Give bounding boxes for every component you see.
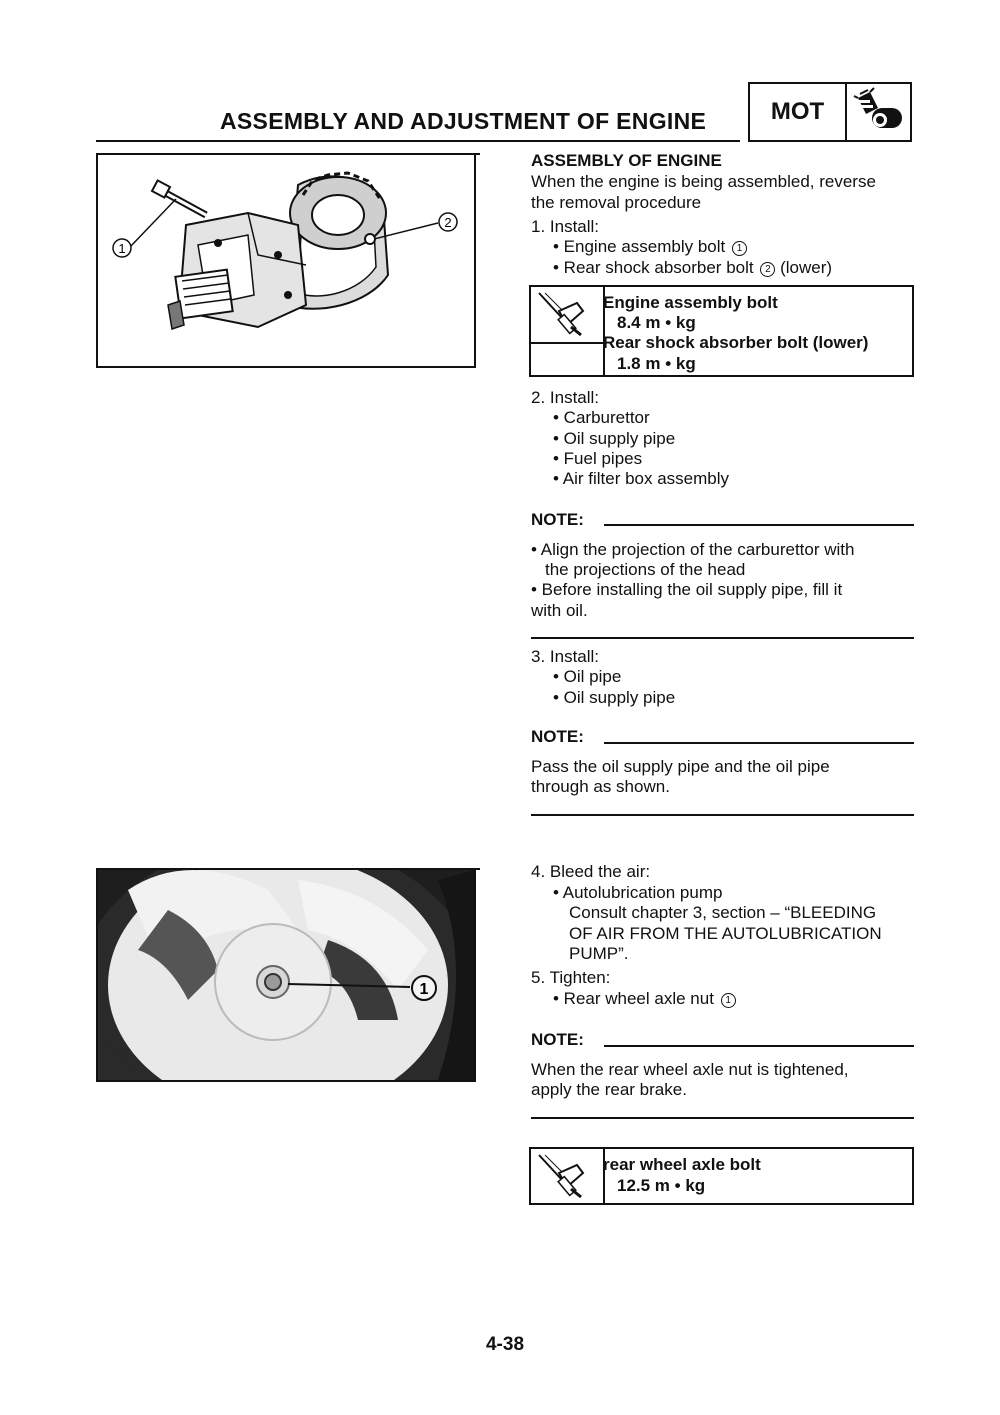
figure1-corner-tick (474, 153, 480, 155)
rear-wheel-photo: 1 (96, 868, 476, 1082)
note-2-line-1: Pass the oil supply pipe and the oil pip… (531, 757, 830, 776)
step5-item-1: • Rear wheel axle nut 1 (553, 989, 736, 1010)
page-title: ASSEMBLY AND ADJUSTMENT OF ENGINE (220, 108, 707, 134)
engine-assembly-figure: 1 2 (96, 153, 476, 368)
torque-1-value-2: 1.8 m • kg (617, 354, 696, 373)
torque-2-label-1: rear wheel axle bolt (603, 1155, 761, 1174)
figure2-corner-tick (474, 868, 480, 870)
note-1-label: NOTE: (531, 510, 584, 529)
figure2-callout-1: 1 (420, 981, 429, 998)
note-1-line-2: the projections of the head (545, 560, 746, 579)
torque-wrench-icon (538, 1154, 585, 1199)
torque-2-value-1: 12.5 m • kg (617, 1176, 706, 1195)
torque-box-2-divider (603, 1149, 605, 1203)
torque-1-label-2: Rear shock absorber bolt (lower) (603, 333, 869, 352)
step2-title: 2. Install: (531, 388, 600, 407)
note-3-line-2: apply the rear brake. (531, 1080, 687, 1099)
step4-item-1: • Autolubrication pump (553, 883, 723, 902)
torque-wrench-icon (538, 292, 585, 337)
torque-box-1-icon-underline (529, 342, 603, 344)
step3-item-2: • Oil supply pipe (553, 688, 676, 707)
step4-line-3: PUMP”. (569, 944, 629, 963)
intro-line-2: the removal procedure (531, 193, 702, 212)
note-1-line-1: • Align the projection of the carburetto… (531, 540, 855, 559)
step4-title: 4. Bleed the air: (531, 862, 651, 881)
section-heading: ASSEMBLY OF ENGINE (531, 151, 722, 170)
engine-icon (853, 87, 902, 128)
page-number: 4-38 (485, 1334, 525, 1355)
torque-1-value-1: 8.4 m • kg (617, 313, 696, 332)
note-1-top-rule (604, 524, 914, 526)
rear-wheel-illustration: 1 (98, 870, 474, 1080)
intro-line-1: When the engine is being assembled, reve… (531, 172, 876, 191)
step1-item-1: • Engine assembly bolt 1 (553, 237, 748, 258)
step1-item-2-suffix: (lower) (780, 258, 833, 277)
torque-1-label-1: Engine assembly bolt (603, 293, 778, 312)
step4-line-1: Consult chapter 3, section – “BLEEDING (569, 903, 877, 922)
note-2-bottom-rule (531, 814, 914, 816)
torque-spec-box-2: rear wheel axle bolt 12.5 m • kg (529, 1147, 914, 1205)
step5-item-1-ref: 1 (720, 993, 736, 1008)
step1-item-2-ref: 2 (760, 262, 776, 277)
note-3-line-1: When the rear wheel axle nut is tightene… (531, 1060, 849, 1079)
figure1-callout-1: 1 (118, 241, 125, 256)
step1-item-2-text: • Rear shock absorber bolt (553, 258, 754, 277)
step1-title: 1. Install: (531, 217, 600, 236)
note-2-label: NOTE: (531, 727, 584, 746)
step2-item-1: • Carburettor (553, 408, 650, 427)
note-1-line-3: • Before installing the oil supply pipe,… (531, 580, 843, 599)
engine-illustration: 1 2 (112, 171, 458, 330)
figure1-callout-2: 2 (444, 215, 451, 230)
note-1-line-4: with oil. (531, 601, 588, 620)
step3-title: 3. Install: (531, 647, 600, 666)
section-badge: MOT (748, 82, 912, 142)
step2-item-4: • Air filter box assembly (553, 469, 730, 488)
section-code: MOT (770, 98, 825, 125)
step2-item-2: • Oil supply pipe (553, 429, 676, 448)
step1-item-1-text: • Engine assembly bolt (553, 237, 726, 256)
note-3-bottom-rule (531, 1117, 914, 1119)
note-3-label: NOTE: (531, 1030, 584, 1049)
step1-item-2: • Rear shock absorber bolt 2 (lower) (553, 258, 832, 279)
note-2-top-rule (604, 742, 914, 744)
step5-title: 5. Tighten: (531, 968, 611, 987)
step2-item-3: • Fuel pipes (553, 449, 643, 468)
note-3-top-rule (604, 1045, 914, 1047)
section-badge-divider (845, 84, 847, 140)
torque-box-1-divider (603, 287, 605, 375)
step1-item-1-ref: 1 (732, 241, 748, 256)
title-rule (96, 140, 740, 142)
step5-item-1-text: • Rear wheel axle nut (553, 989, 714, 1008)
torque-spec-box-1: Engine assembly bolt 8.4 m • kg Rear sho… (529, 285, 914, 377)
note-2-line-2: through as shown. (531, 777, 670, 796)
note-1-bottom-rule (531, 637, 914, 639)
step3-item-1: • Oil pipe (553, 667, 622, 686)
step4-line-2: OF AIR FROM THE AUTOLUBRICATION (569, 924, 882, 943)
